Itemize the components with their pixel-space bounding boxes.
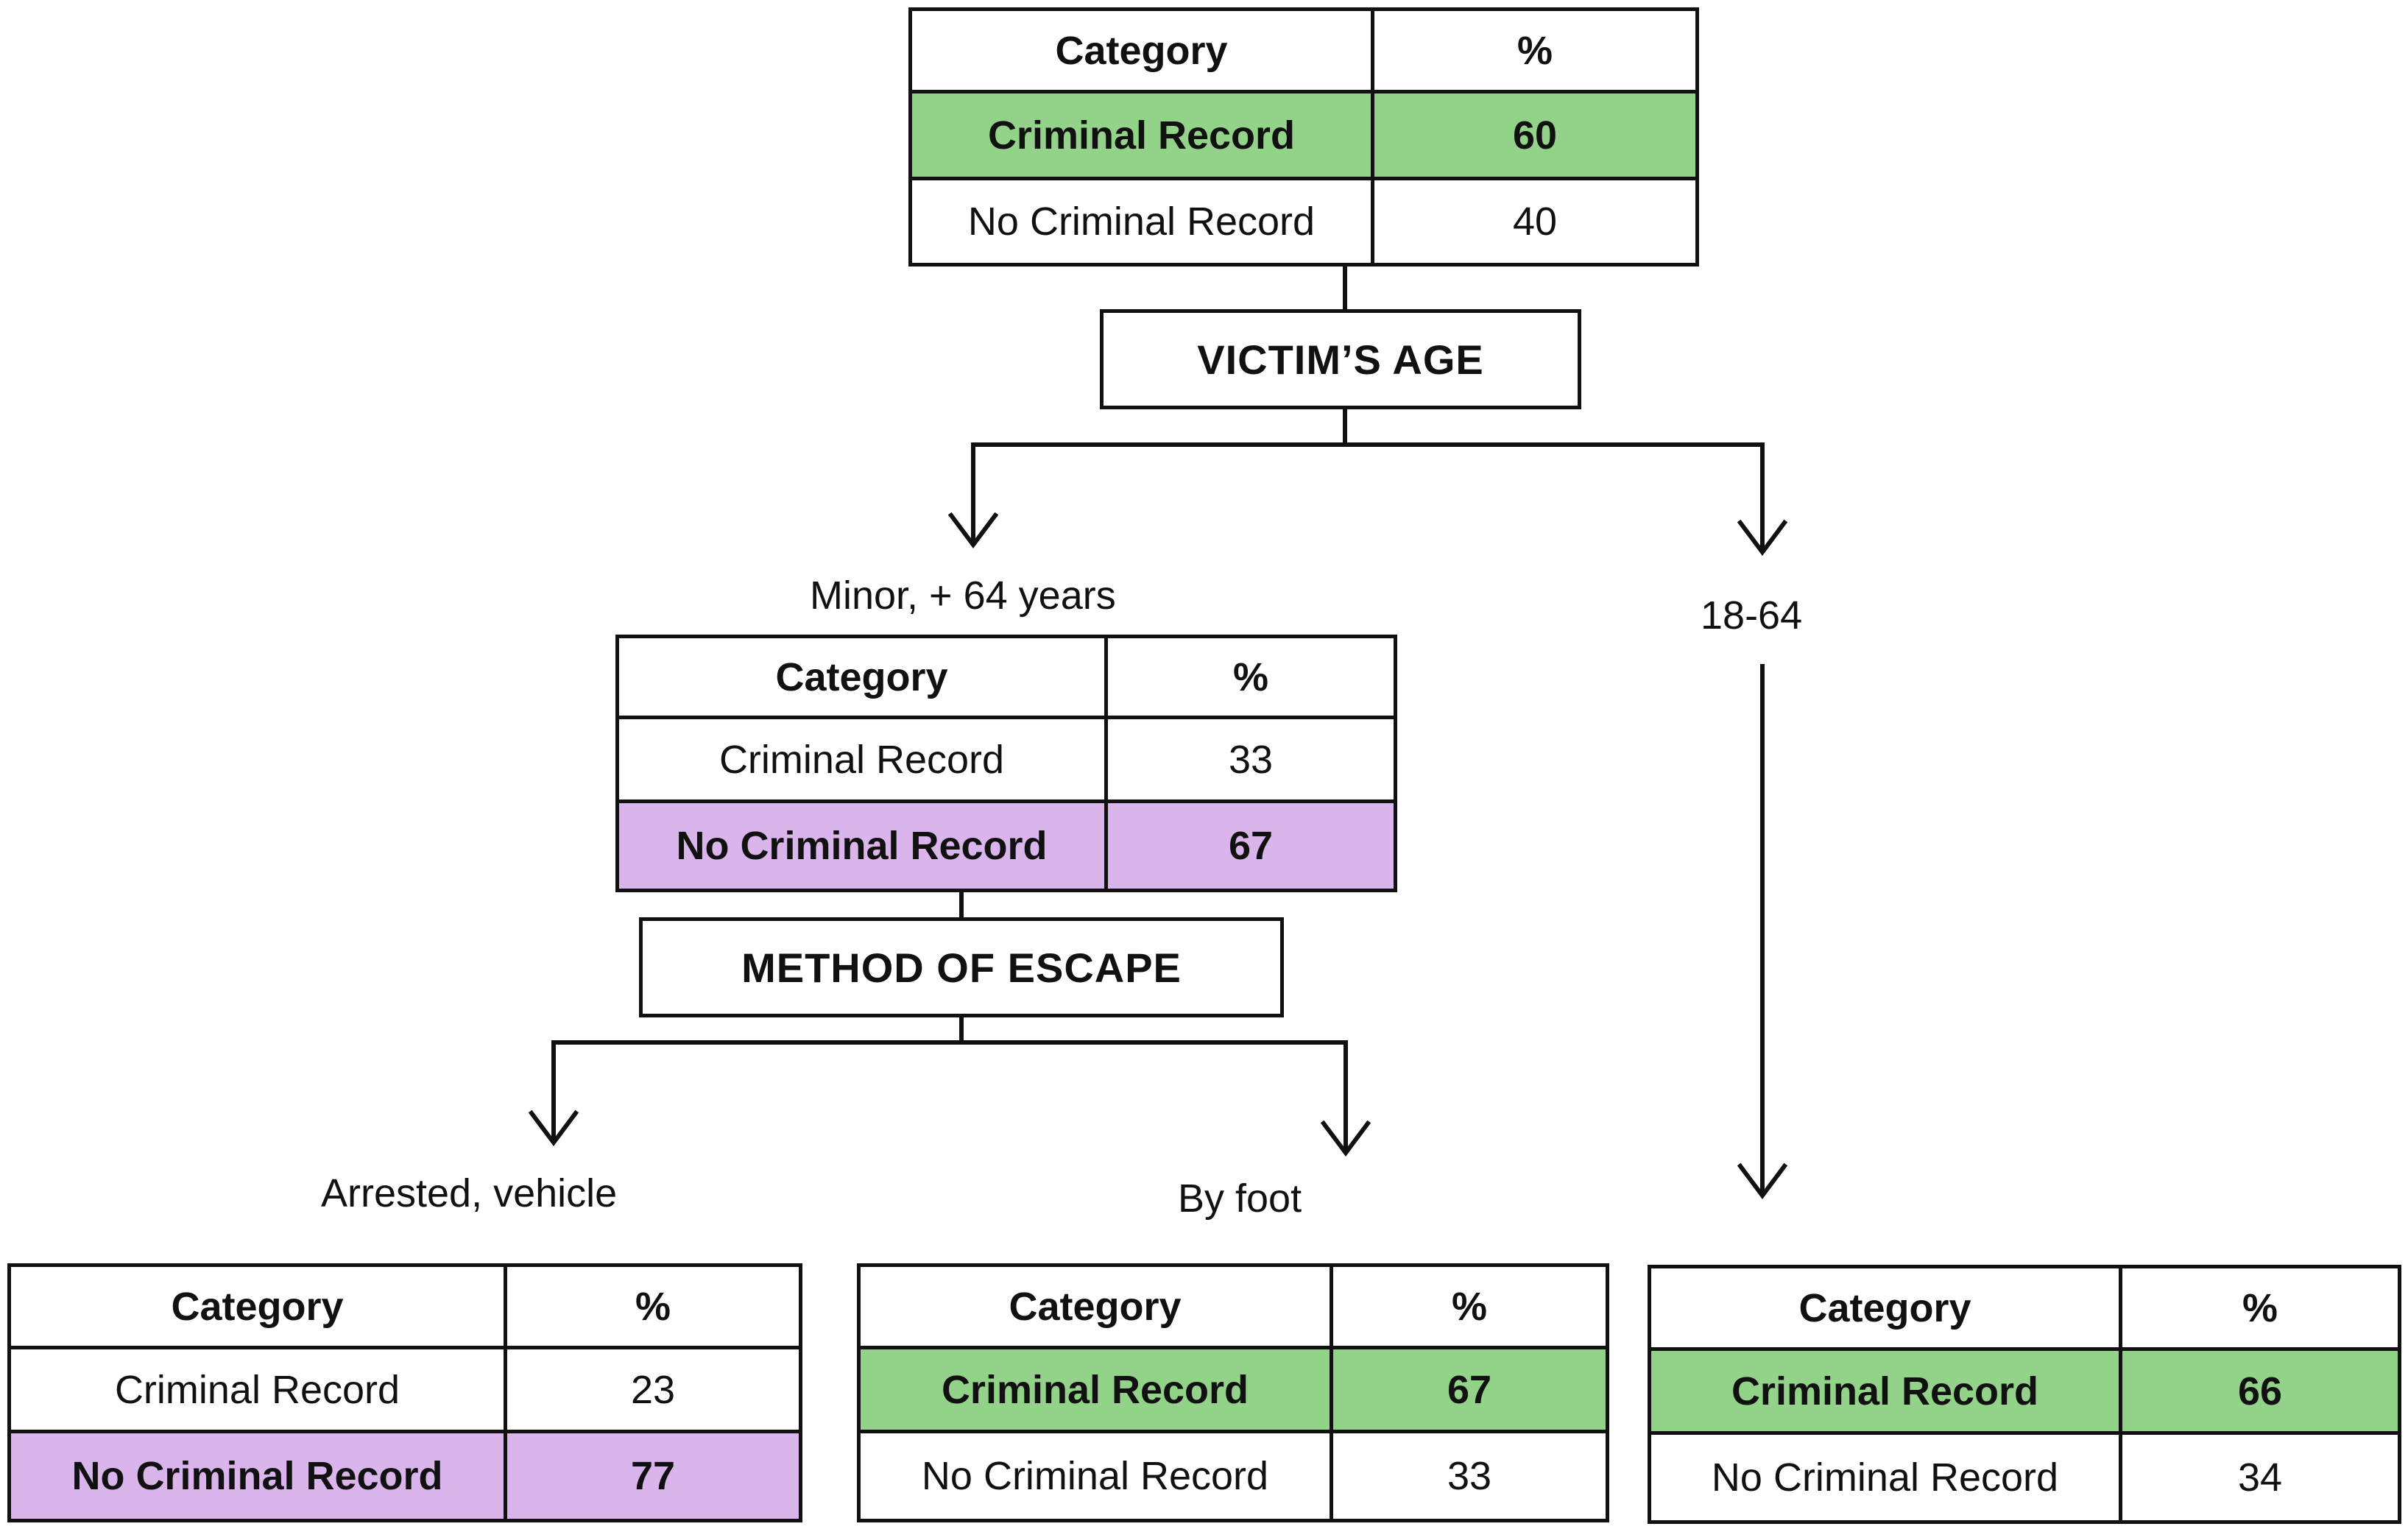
- branch-label-18-64: 18-64: [1701, 593, 1803, 638]
- arrow-head-right-lower: [1737, 1162, 1788, 1199]
- row-category: Criminal Record: [912, 93, 1374, 180]
- arrow-head-escape-right: [1320, 1120, 1371, 1157]
- row-category: Criminal Record: [861, 1349, 1333, 1433]
- row-percent: 40: [1512, 200, 1558, 244]
- header-percent: %: [507, 1267, 799, 1349]
- row-category: No Criminal Record: [1651, 1435, 2122, 1520]
- arrow-head-left: [947, 512, 999, 548]
- row-category: Criminal Record: [619, 719, 1108, 803]
- row-percent: 34: [2237, 1455, 2283, 1500]
- row-category: No Criminal Record: [619, 803, 1108, 889]
- row-category: No Criminal Record: [861, 1433, 1333, 1519]
- row-percent: 23: [507, 1349, 799, 1433]
- age-18-64-table: Category % Criminal Record 66 No Crimina…: [1648, 1265, 2401, 1524]
- branch-label-minor: Minor, + 64 years: [810, 573, 1116, 618]
- row-percent: 33: [1108, 719, 1394, 803]
- arrested-vehicle-table: Category % Criminal Record 23 No Crimina…: [7, 1263, 802, 1522]
- header-category: Category: [861, 1267, 1333, 1349]
- header-percent: %: [1374, 11, 1695, 93]
- branch-label-arrested-vehicle: Arrested, vehicle: [321, 1171, 618, 1215]
- by-foot-table: Category % Criminal Record 67 No Crimina…: [857, 1263, 1609, 1522]
- arrow-head-right-upper: [1737, 519, 1788, 556]
- row-percent: 33: [1447, 1454, 1492, 1498]
- header-category: Category: [912, 11, 1374, 93]
- row-percent: 66: [2122, 1351, 2398, 1435]
- row-percent: 67: [1333, 1349, 1606, 1433]
- branch-label-by-foot: By foot: [1178, 1176, 1302, 1221]
- split-method-of-escape: METHOD OF ESCAPE: [639, 917, 1284, 1017]
- header-category: Category: [11, 1267, 507, 1349]
- row-percent: 77: [507, 1433, 799, 1519]
- header-category: Category: [619, 638, 1108, 719]
- header-percent: %: [1333, 1267, 1606, 1349]
- arrow-head-escape-left: [528, 1109, 579, 1146]
- split-victims-age: VICTIM’S AGE: [1100, 309, 1581, 409]
- minor-elderly-table: Category % Criminal Record 33 No Crimina…: [615, 635, 1397, 892]
- row-category: No Criminal Record: [912, 180, 1374, 263]
- row-percent: 60: [1374, 93, 1695, 180]
- row-category: Criminal Record: [11, 1349, 507, 1433]
- row-category: Criminal Record: [1651, 1351, 2122, 1435]
- header-percent: %: [2122, 1268, 2398, 1351]
- row-percent: 67: [1108, 803, 1394, 889]
- header-category: Category: [1651, 1268, 2122, 1351]
- header-percent: %: [1108, 638, 1394, 719]
- root-table: Category % Criminal Record 60 No Crimina…: [908, 7, 1699, 266]
- row-category: No Criminal Record: [11, 1433, 507, 1519]
